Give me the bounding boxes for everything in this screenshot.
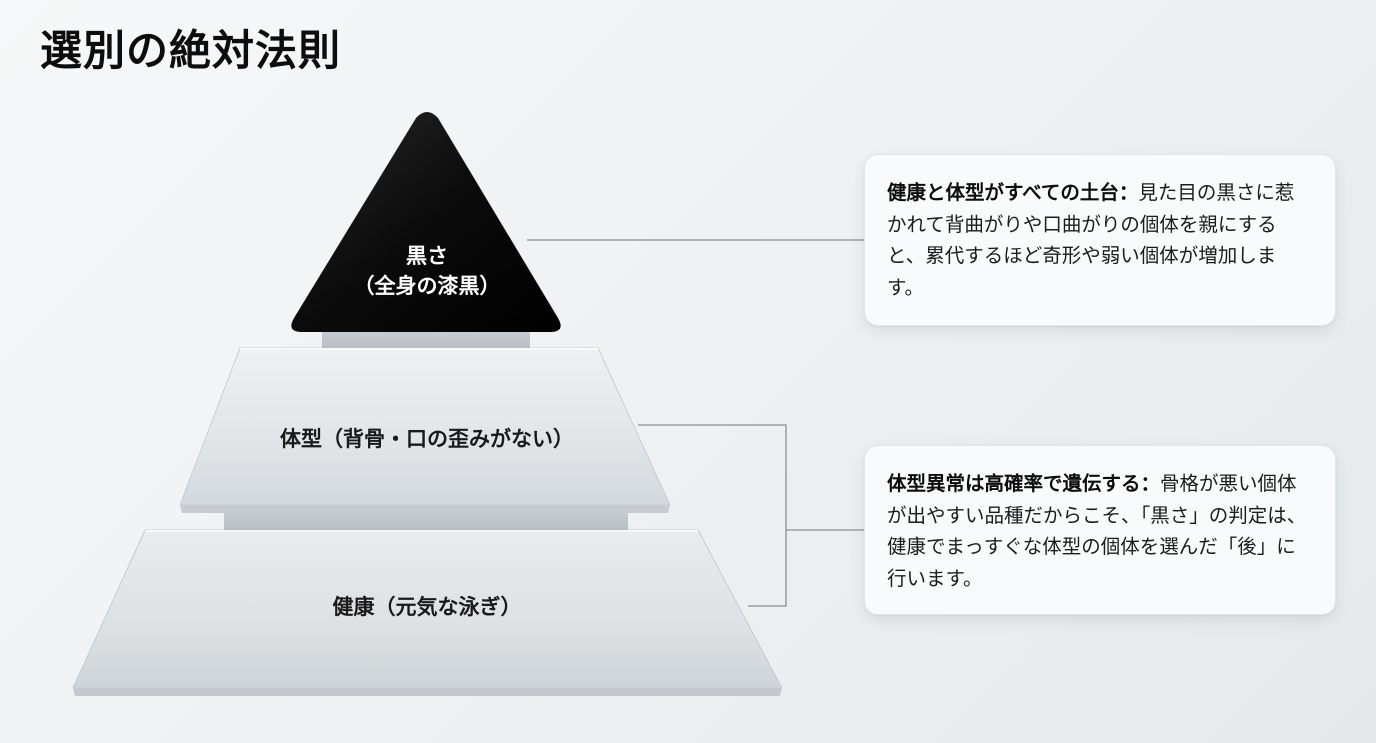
callout-health-body: 見た目の黒さに惹かれて背曲がりや口曲がりの個体を親にすると、累代するほど奇形や弱… [887,181,1295,299]
tier-top-line2: （全身の漆黒） [353,274,501,299]
pyramid-slab-lower [224,512,628,530]
tier-label-bottom: 健康（元気な泳ぎ） [332,595,522,619]
connector-bracket [638,424,787,607]
tier-label-top: 黒さ （全身の漆黒） [320,241,534,302]
callout-body-shape-body: 骨格が悪い個体が出やすい品種だからこそ、「黒さ」の判定は、健康でまっすぐな体型の… [887,472,1307,590]
callout-body-shape: 体型異常は高確率で遺伝する：骨格が悪い個体が出やすい品種だからこそ、「黒さ」の判… [864,445,1336,615]
pyramid-slab-upper [322,332,530,348]
pyramid-tier-bottom [72,529,783,696]
pyramid-tier-top [291,112,561,332]
callout-health-foundation: 健康と体型がすべての土台：見た目の黒さに惹かれて背曲がりや口曲がりの個体を親にす… [864,154,1336,326]
tier-label-middle: 体型（背骨・口の歪みがない） [280,427,574,451]
page-title: 選別の絶対法則 [40,26,342,75]
callout-health-heading: 健康と体型がすべての土台： [887,181,1139,204]
connector-lines [527,239,864,607]
callout-body-shape-heading: 体型異常は高確率で遺伝する： [887,472,1161,495]
tier-top-line1: 黒さ [406,244,448,268]
pyramid-tier-middle [179,347,671,513]
